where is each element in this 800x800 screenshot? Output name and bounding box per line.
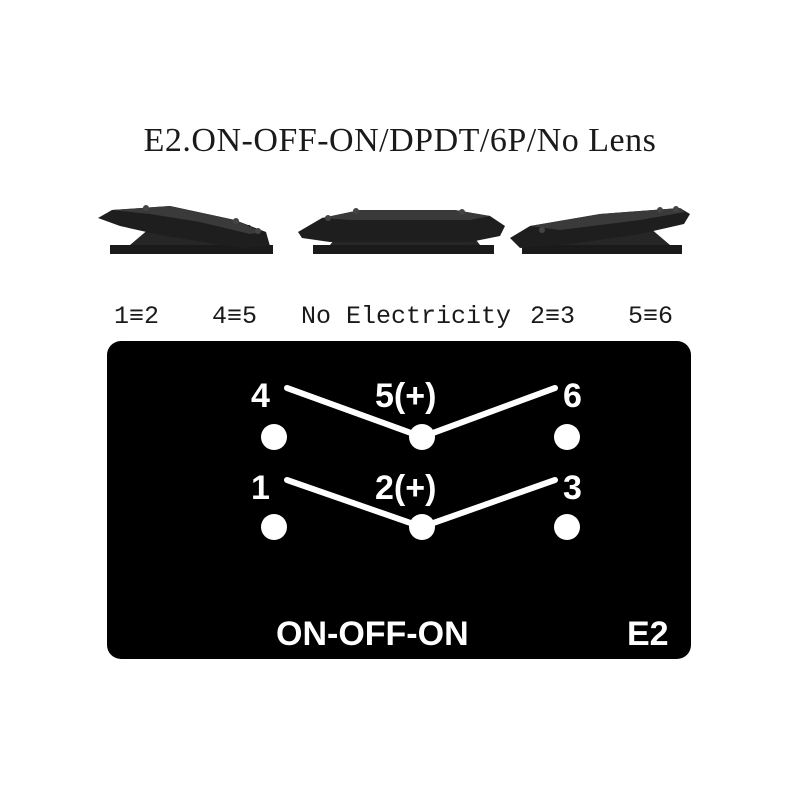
pin-label-6: 6 — [563, 377, 582, 415]
terminal-1 — [261, 514, 287, 540]
contact-line-5-6 — [419, 385, 558, 440]
rocker-center-icon — [298, 208, 505, 254]
state-label-1-2: 1≡2 — [114, 302, 160, 331]
pin-label-2: 2(+) — [375, 469, 437, 507]
rocker-tilted-left-icon — [98, 205, 273, 254]
state-label-5-6: 5≡6 — [628, 302, 674, 331]
state-label-2-3: 2≡3 — [530, 302, 576, 331]
terminal-4 — [261, 424, 287, 450]
state-label-4-5: 4≡5 — [212, 302, 258, 331]
switch-state-labels: 1≡2 4≡5 No Electricity 2≡3 5≡6 — [0, 302, 800, 342]
terminal-3 — [554, 514, 580, 540]
rocker-tilted-right-icon — [510, 206, 690, 254]
state-label-no-electricity: No Electricity — [301, 302, 512, 331]
contact-line-4-5 — [284, 385, 425, 440]
contact-line-2-3 — [419, 477, 558, 530]
function-label: ON-OFF-ON — [276, 615, 469, 653]
switch-position-views — [0, 190, 800, 270]
terminal-5 — [409, 424, 435, 450]
pin-label-3: 3 — [563, 469, 582, 507]
page-title: E2.ON-OFF-ON/DPDT/6P/No Lens — [143, 122, 657, 159]
terminal-2 — [409, 514, 435, 540]
pin-label-1: 1 — [251, 469, 270, 507]
terminal-6 — [554, 424, 580, 450]
wiring-diagram-panel: 4 5(+) 6 1 2(+) 3 ON-OFF-ON E2 — [107, 341, 691, 659]
pin-label-5: 5(+) — [375, 377, 437, 415]
contact-line-1-2 — [284, 477, 425, 530]
pin-label-4: 4 — [251, 377, 270, 415]
model-label: E2 — [627, 615, 669, 653]
